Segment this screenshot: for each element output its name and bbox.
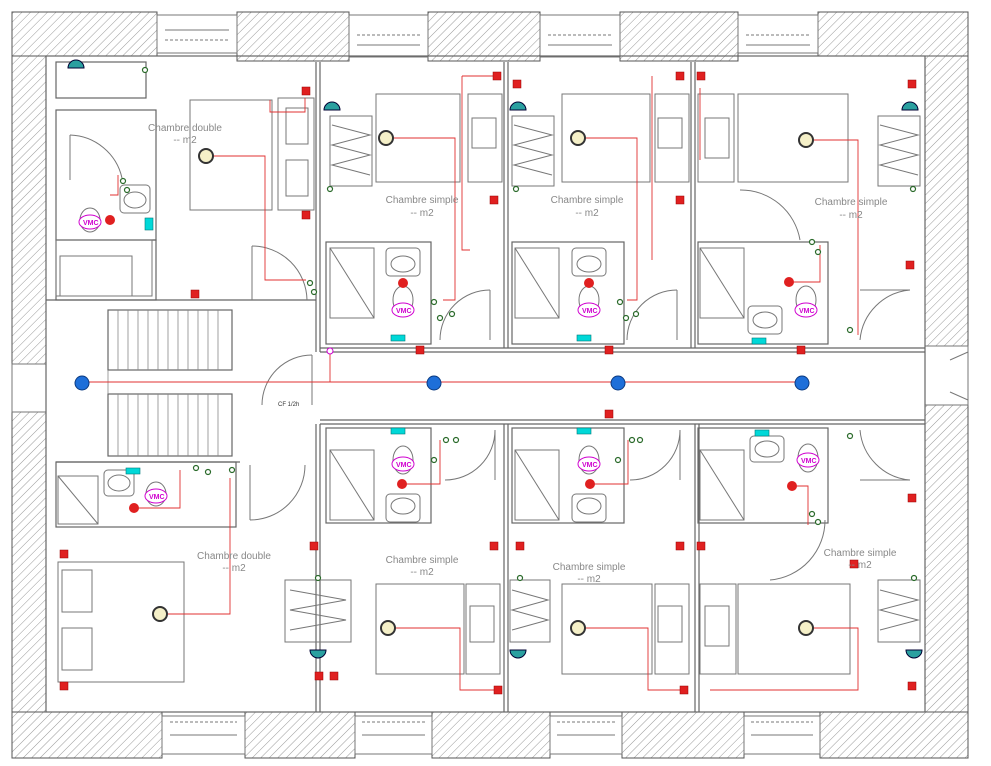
room-name: Chambre simple (553, 562, 626, 573)
room-name: Chambre simple (386, 195, 459, 206)
room-name: Chambre simple (551, 195, 624, 206)
door-swings (69, 134, 911, 581)
room-name: Chambre double (197, 551, 271, 562)
corridor-lights (74, 347, 810, 391)
room-name: Chambre simple (824, 548, 897, 559)
room-area: -- m2 (410, 567, 434, 578)
room-area: -- m2 (575, 208, 599, 219)
water-fixtures (125, 217, 770, 475)
room-area: -- m2 (848, 560, 872, 571)
switches (119, 66, 918, 582)
svg-text:VMC: VMC (582, 308, 598, 315)
windows (11, 14, 969, 755)
vmc-labels: VMC VMC VMC VMC VMC VMC VMC VMC (83, 220, 817, 501)
room-area: -- m2 (222, 563, 246, 574)
room-area: -- m2 (410, 208, 434, 219)
svg-text:VMC: VMC (396, 308, 412, 315)
room-name: Chambre simple (386, 555, 459, 566)
ceiling-lights (152, 130, 814, 636)
red-fixtures (105, 215, 797, 513)
vmc-units (78, 214, 820, 504)
exterior-walls (11, 11, 969, 759)
room-area: -- m2 (839, 210, 863, 221)
svg-text:VMC: VMC (801, 458, 817, 465)
staircase (107, 310, 219, 456)
furniture (55, 93, 921, 683)
room-area: -- m2 (577, 574, 601, 585)
svg-text:VMC: VMC (83, 220, 99, 227)
svg-text:VMC: VMC (149, 494, 165, 501)
svg-text:VMC: VMC (582, 462, 598, 469)
room-area: -- m2 (173, 135, 197, 146)
outlets (59, 71, 917, 695)
room-labels: Chambre double -- m2 Chambre simple -- m… (148, 123, 897, 585)
svg-text:VMC: VMC (396, 462, 412, 469)
room-name: Chambre simple (815, 197, 888, 208)
svg-text:VMC: VMC (799, 308, 815, 315)
room-name: Chambre double (148, 123, 222, 134)
door-rating-label: CF 1/2h (278, 402, 299, 408)
wall-lights (67, 59, 923, 659)
wiring (80, 75, 859, 691)
interior-walls (45, 55, 926, 713)
